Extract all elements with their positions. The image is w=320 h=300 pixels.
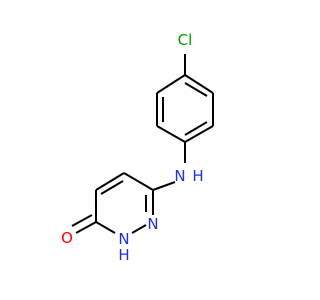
bond-benzene-3 <box>184 125 214 143</box>
bond-benzene-3-inner <box>184 121 208 136</box>
bond-pyr-2 <box>95 172 125 191</box>
bonds <box>71 54 214 234</box>
bond-benzene-6 <box>156 74 186 94</box>
atom-n-ring: N <box>147 215 158 233</box>
atom-h-ring: H <box>118 246 129 264</box>
bond-pyr-2-inner <box>100 180 124 195</box>
atom-o: O <box>61 229 73 247</box>
bond-benzene-4 <box>156 125 186 143</box>
bond-c-o-2 <box>71 214 93 227</box>
molecule-structure: Cl N H N N H O <box>61 31 214 264</box>
atom-n-ring-nh: N <box>118 230 129 248</box>
bond-benzene-1-inner <box>184 82 208 97</box>
bond-pyr-4 <box>95 221 116 234</box>
bond-benzene-1 <box>184 74 214 94</box>
atom-labels: Cl N H N N H O <box>61 31 204 264</box>
bond-nh-c <box>152 181 176 191</box>
atom-cl: Cl <box>178 31 193 49</box>
bond-pyr-1 <box>123 172 154 191</box>
bond-c-o-1 <box>75 221 97 234</box>
atom-n-amine: N <box>174 167 185 185</box>
atom-h-amine: H <box>192 167 203 185</box>
bond-pyr-5 <box>131 224 147 234</box>
